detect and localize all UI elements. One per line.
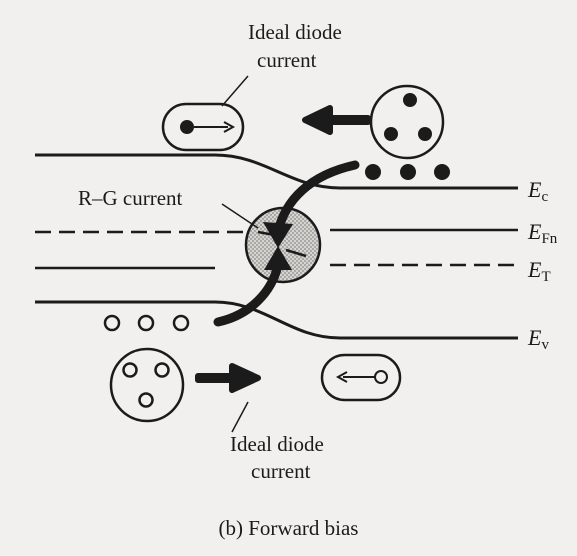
leader-rg xyxy=(221,203,259,229)
valence-band-edge xyxy=(35,300,518,340)
electron-capture-arrow xyxy=(273,160,360,237)
hole xyxy=(137,314,155,332)
hole-injection-arrow xyxy=(195,363,261,393)
leader-top-ideal xyxy=(221,75,249,107)
ideal-current-top-line2: current xyxy=(257,48,317,72)
hole-cluster xyxy=(109,347,185,423)
ideal-current-bottom-line1: Ideal diode xyxy=(230,432,324,456)
et-label: ET xyxy=(528,257,551,286)
ideal-current-top-line1: Ideal diode xyxy=(248,20,342,44)
hole-capture-arrow xyxy=(213,260,283,327)
ec-label: Ec xyxy=(528,177,549,206)
conduction-band-edge xyxy=(35,153,518,190)
hole xyxy=(172,314,190,332)
injected-hole-capsule xyxy=(320,353,402,402)
hole xyxy=(103,314,121,332)
electron xyxy=(365,164,381,180)
figure-caption: (b) Forward bias xyxy=(218,516,359,540)
electron xyxy=(434,164,450,180)
leader-bottom-ideal xyxy=(231,401,249,433)
ideal-current-bottom-line2: current xyxy=(251,459,311,483)
injected-electron-capsule xyxy=(161,102,245,152)
electron-injection-arrow xyxy=(302,105,371,135)
electron xyxy=(400,164,416,180)
rg-current-label: R–G current xyxy=(78,186,183,210)
efn-label: EFn xyxy=(528,219,558,248)
ev-label: Ev xyxy=(528,325,549,354)
